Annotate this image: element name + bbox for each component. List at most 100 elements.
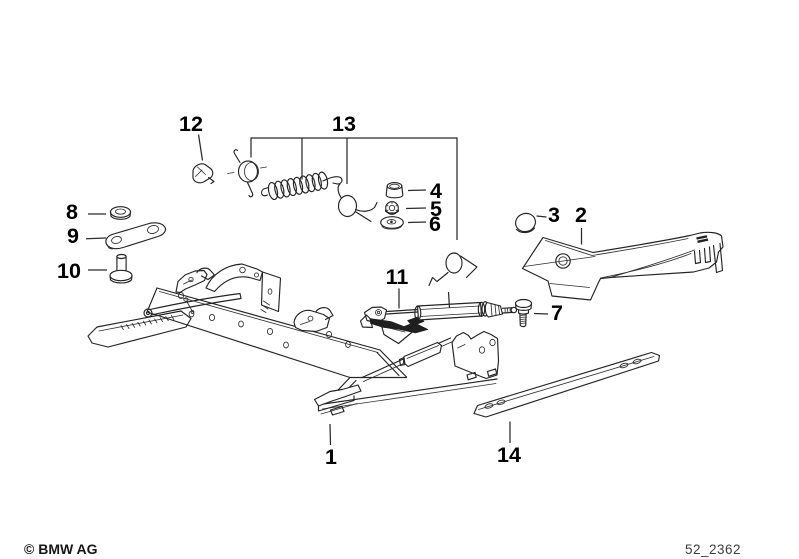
strut-tip-ball	[510, 306, 518, 314]
clip-body	[192, 163, 214, 184]
link-plate-outline	[105, 222, 167, 250]
strut-bracket-pin	[376, 310, 381, 315]
part-10-pin	[109, 253, 133, 284]
part-label-5[interactable]: 5	[430, 197, 442, 221]
rail-slide-block	[402, 341, 443, 368]
washer-rim	[381, 226, 402, 230]
leader-9	[85, 237, 107, 240]
extension-spring-hooks	[260, 176, 343, 197]
hairpin-spring-2	[428, 252, 478, 287]
rail-tab-2	[486, 368, 498, 377]
drawing-number: 52_2362	[685, 542, 741, 557]
part-label-13[interactable]: 13	[332, 112, 356, 136]
rail-foot-tab	[329, 405, 345, 416]
hinge-latch-slot	[183, 279, 193, 285]
bolt-collar	[517, 309, 530, 315]
panel-top-edge	[156, 287, 381, 351]
strut-lever-dark	[369, 318, 429, 334]
rail-foot-flange	[317, 395, 355, 412]
link-plate-hole-1	[111, 236, 122, 244]
part-label-7[interactable]: 7	[551, 301, 563, 325]
leader-3	[536, 215, 547, 218]
recliner-arm-hole-2	[253, 272, 260, 278]
rail-slide-cap	[398, 356, 406, 367]
part-6-washer	[380, 216, 404, 230]
part-label-11[interactable]: 11	[386, 265, 409, 289]
strut-boot	[484, 301, 504, 318]
trim-cover-foot-line	[549, 283, 590, 288]
extension-spring-coils	[267, 171, 329, 201]
part-label-6[interactable]: 6	[429, 212, 441, 236]
part-12-clip	[192, 163, 215, 185]
panel-right-gusset	[349, 349, 408, 379]
rail-bottom-edge	[319, 378, 498, 406]
part-label-10[interactable]: 10	[57, 259, 81, 283]
leader-13-sub	[447, 291, 451, 309]
strip-thickness	[478, 356, 655, 410]
bolt-head-side	[514, 302, 533, 311]
part-13-spring-set	[227, 149, 478, 287]
washer-inner	[386, 219, 397, 225]
hinge-latch-hole	[188, 276, 194, 283]
hinge-bracket-right-hook	[315, 307, 334, 321]
leader-1	[329, 423, 332, 446]
strut-boot-ribs	[490, 303, 500, 317]
part-4-bushing	[385, 182, 404, 199]
part-7-bolt	[514, 298, 533, 328]
part-label-12[interactable]: 12	[179, 112, 203, 136]
hinge-plate-hatch	[260, 300, 270, 313]
clip-tab	[207, 176, 215, 185]
hinge-latch-hook	[196, 267, 216, 281]
part-label-4[interactable]: 4	[430, 179, 442, 203]
end-plate-hole-2	[489, 338, 496, 347]
hairpin-spring-1	[337, 183, 378, 223]
part-5-nut	[384, 201, 400, 215]
strut-rod	[385, 308, 419, 315]
washer-center-dot	[390, 220, 393, 224]
trim-cover-claws	[693, 242, 724, 274]
end-plate-hole-1	[478, 346, 486, 354]
strip-hole-2	[496, 399, 506, 405]
strut-bracket-plate	[359, 314, 374, 329]
cap-disc	[515, 212, 536, 233]
rack-ridge	[98, 314, 184, 332]
hinge-bracket-right-slot	[300, 321, 310, 325]
rail-foot	[313, 384, 362, 407]
link-plate-hole-2	[147, 225, 159, 234]
part-label-2[interactable]: 2	[575, 203, 587, 227]
strut-stud-threads	[504, 307, 511, 314]
part-label-1[interactable]: 1	[325, 445, 337, 469]
recliner-arm	[205, 263, 264, 293]
strut-collar-1	[477, 301, 486, 317]
leader-4	[407, 189, 427, 192]
trim-cover-vent-slots	[696, 235, 709, 243]
leader-12	[197, 134, 204, 161]
panel-spring-pin	[186, 300, 193, 312]
nut-inner	[388, 204, 396, 212]
bolt-threads	[519, 314, 527, 324]
torsion-spring-coil-1	[237, 160, 259, 183]
part-label-14[interactable]: 14	[497, 443, 521, 467]
hinge-plate-slot	[267, 288, 273, 295]
link-plate-thickness	[107, 245, 113, 250]
panel-bottom-edge	[146, 311, 351, 379]
pin-top	[116, 253, 127, 260]
leader-6	[407, 221, 427, 224]
strip-hole-1	[484, 403, 494, 409]
part-label-8[interactable]: 8	[66, 200, 78, 224]
hinge-bracket-right-hole	[307, 315, 314, 322]
nut-flange	[384, 209, 400, 214]
strut-bracket-hole	[375, 309, 382, 316]
footer: © BMW AG 52_2362	[24, 541, 741, 557]
nut8-side	[109, 211, 132, 220]
clip-notch	[195, 166, 206, 177]
strip-hole-4	[632, 358, 642, 365]
rail-slide-block-line	[406, 345, 439, 359]
panel-top-edge-inner	[159, 291, 379, 353]
strut-cylinder-cap	[414, 305, 422, 321]
part-label-9[interactable]: 9	[67, 224, 79, 248]
part-label-3[interactable]: 3	[548, 203, 560, 227]
part-11-gas-strut	[359, 301, 518, 334]
